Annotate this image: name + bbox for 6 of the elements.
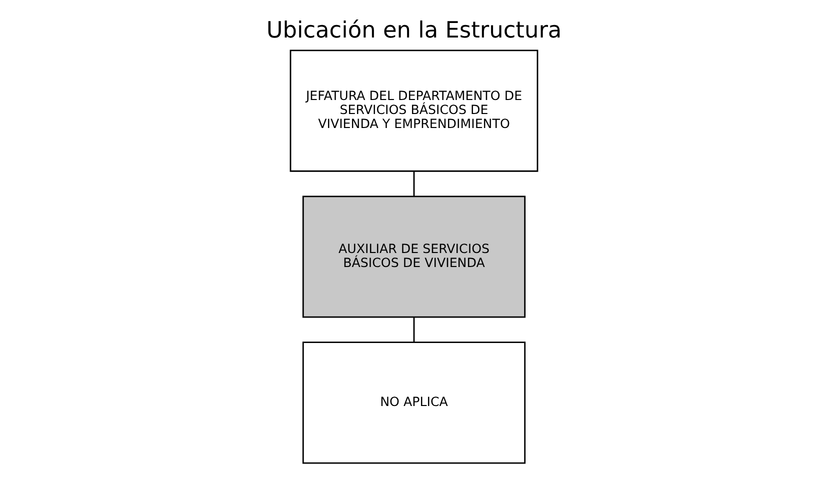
connector: [413, 317, 415, 342]
node-box: JEFATURA DEL DEPARTAMENTO DE SERVICIOS BÁSICOS DE VIVIENDA Y EMPRENDIMIENTO: [290, 50, 538, 172]
diagram-title: Ubicación en la Estructura: [266, 18, 562, 44]
node-box: AUXILIAR DE SERVICIOS BÁSICOS DE VIVIENDA: [302, 196, 526, 318]
node-box: NO APLICA: [302, 342, 526, 464]
connector: [413, 171, 415, 196]
